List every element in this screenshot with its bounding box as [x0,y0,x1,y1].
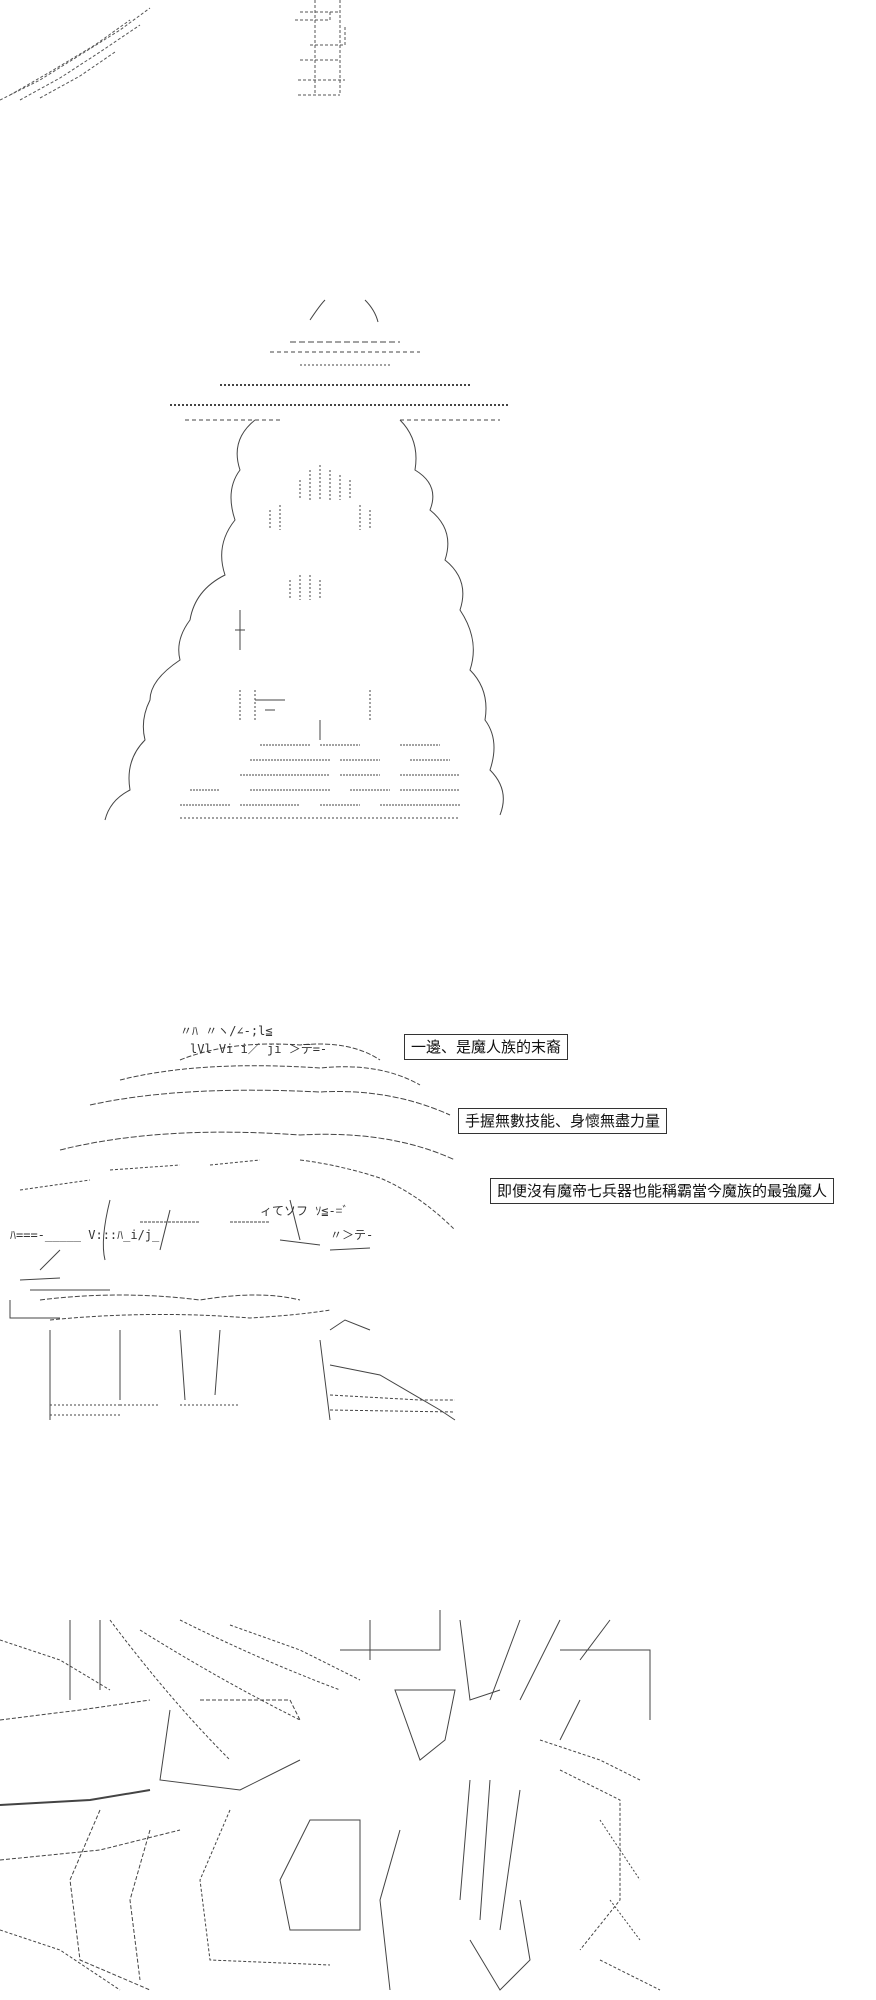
ascii-fragment-row3: ﾊ===-_____ V:::ﾊ_i/j_ [10,1228,160,1242]
ascii-fragment-header: 〃ﾊ 〃ヽ/∠-;l≦ [180,1024,273,1038]
ascii-fragment-row4: 〃＞テ- [330,1228,374,1242]
caption-box-2: 手握無數技能、身懷無盡力量 [458,1108,668,1134]
ascii-fragment-row2: lVl Vi i／ ji ＞テ=- [190,1042,328,1056]
caption-box-3: 即便沒有魔帝七兵器也能稱霸當今魔族的最強魔人 [490,1178,835,1204]
ascii-fragment-row5: ィてソフ ｿ≦-=ﾞ [260,1204,349,1218]
caption-box-1: 一邊、是魔人族的末裔 [404,1034,569,1060]
